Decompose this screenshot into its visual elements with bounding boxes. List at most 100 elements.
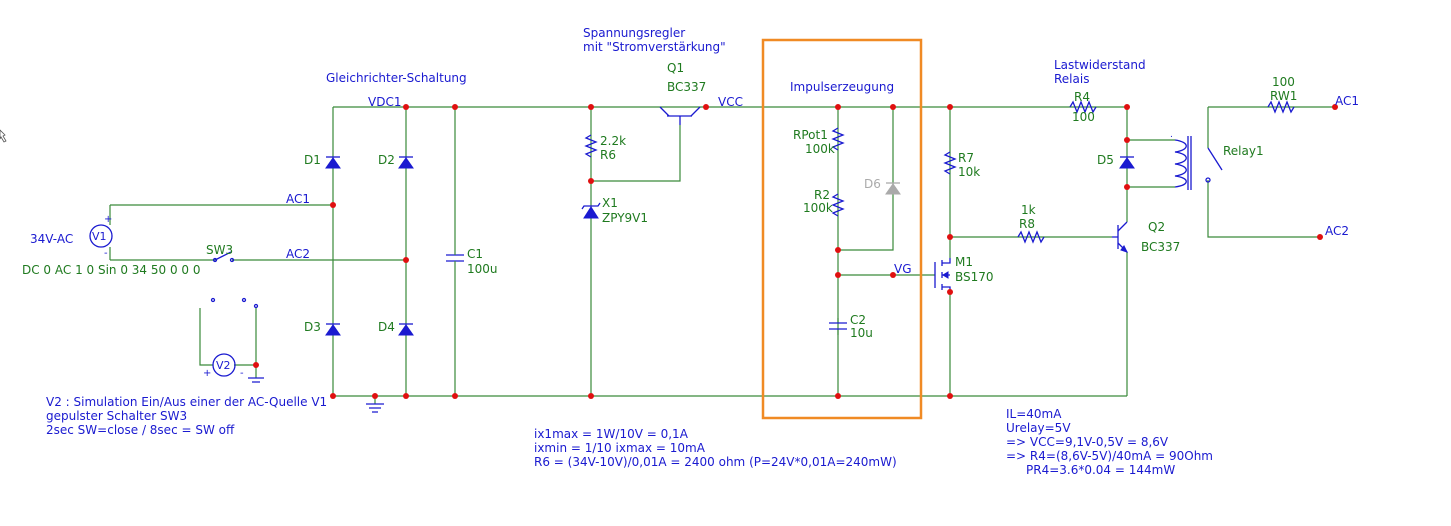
junction-dot xyxy=(330,393,336,399)
junction-dot xyxy=(403,104,409,110)
calc-note-line1: ix1max = 1W/10V = 0,1A xyxy=(534,427,689,441)
svg-text:-: - xyxy=(104,248,108,259)
resistor-rpot1-symbol xyxy=(831,127,845,151)
c1-ref: C1 xyxy=(467,247,483,261)
junction-dot xyxy=(1124,104,1130,110)
d2-ref: D2 xyxy=(378,153,395,167)
junction-dot xyxy=(1124,137,1130,143)
q2-value: BC337 xyxy=(1141,240,1180,254)
net-label-vdc1: VDC1 xyxy=(368,95,401,109)
c2-ref: C2 xyxy=(850,313,866,327)
svg-text:.: . xyxy=(1170,130,1173,140)
diode-d5-symbol xyxy=(1119,156,1135,169)
x1-value: ZPY9V1 xyxy=(602,211,648,225)
mouse-cursor-icon xyxy=(0,129,7,143)
r8-value: 1k xyxy=(1021,203,1036,217)
d3-ref: D3 xyxy=(304,320,321,334)
section-title-rectifier: Gleichrichter-Schaltung xyxy=(326,71,467,85)
resistor-r8-symbol xyxy=(1017,230,1045,244)
junction-dot xyxy=(947,393,953,399)
transistor-q1-symbol xyxy=(659,106,701,125)
junction-dot xyxy=(703,104,709,110)
net-label-ac2-left: AC2 xyxy=(286,247,310,261)
relay-note-line3: => VCC=9,1V-0,5V = 8,6V xyxy=(1006,435,1169,449)
resistor-r4-symbol xyxy=(1069,100,1097,114)
m1-ref: M1 xyxy=(955,255,973,269)
junction-dot xyxy=(372,393,378,399)
transistor-q2-symbol xyxy=(1112,221,1128,253)
v2-ref: V2 xyxy=(216,359,231,372)
diode-d1-symbol xyxy=(325,156,341,169)
diode-d2-symbol xyxy=(398,156,414,169)
v1-params: DC 0 AC 1 0 Sin 0 34 50 0 0 0 xyxy=(22,263,201,277)
r7-ref: R7 xyxy=(958,151,974,165)
section-title-pulse: Impulserzeugung xyxy=(790,80,894,94)
q1-value: BC337 xyxy=(667,80,706,94)
junction-dot xyxy=(253,362,259,368)
d4-ref: D4 xyxy=(378,320,395,334)
r8-ref: R8 xyxy=(1019,217,1035,231)
diode-d4-symbol xyxy=(398,323,414,336)
q1-ref: Q1 xyxy=(667,61,684,75)
v1-ref: V1 xyxy=(92,230,107,243)
relay1-ref: Relay1 xyxy=(1223,144,1264,158)
rw1-ref: RW1 xyxy=(1270,89,1297,103)
junction-dot xyxy=(588,393,594,399)
c2-value: 10u xyxy=(850,326,873,340)
d5-ref: D5 xyxy=(1097,153,1114,167)
resistor-rw1-symbol xyxy=(1267,100,1295,114)
pulse-section-highlight-box xyxy=(761,38,923,420)
section-title-regulator-line2: mit "Stromverstärkung" xyxy=(583,40,726,54)
diode-d3-symbol xyxy=(325,323,341,336)
section-title-load-line1: Lastwiderstand xyxy=(1054,58,1146,72)
r2-value: 100k xyxy=(803,201,833,215)
relay-note-line4: => R4=(8,6V-5V)/40mA = 90Ohm xyxy=(1006,449,1213,463)
section-title-regulator-line1: Spannungsregler xyxy=(583,26,685,40)
sw3-ref: SW3 xyxy=(206,243,233,257)
junction-dot xyxy=(890,104,896,110)
relay-note-line5: PR4=3.6*0.04 = 144mW xyxy=(1026,463,1175,477)
r4-value: 100 xyxy=(1072,110,1095,124)
diode-d6-symbol xyxy=(885,182,901,195)
resistor-r6-symbol xyxy=(584,134,598,158)
x1-ref: X1 xyxy=(602,196,618,210)
relay-note-line1: IL=40mA xyxy=(1006,407,1062,421)
relay-note-line2: Urelay=5V xyxy=(1006,421,1071,435)
v2-note-line2: gepulster Schalter SW3 xyxy=(46,409,187,423)
r4-ref: R4 xyxy=(1074,90,1090,104)
source-v2-symbol: + - xyxy=(203,297,264,383)
junction-dot xyxy=(890,272,896,278)
calc-note-line2: ixmin = 1/10 ixmax = 10mA xyxy=(534,441,706,455)
junction-dot xyxy=(1124,184,1130,190)
junction-dots xyxy=(253,104,1338,399)
junction-dot xyxy=(947,104,953,110)
resistor-r2-symbol xyxy=(831,193,845,217)
svg-text:+: + xyxy=(203,368,211,379)
mosfet-m1-symbol xyxy=(934,258,951,292)
junction-dot xyxy=(588,104,594,110)
net-label-ac2-right: AC2 xyxy=(1325,224,1349,238)
v2-note-line3: 2sec SW=close / 8sec = SW off xyxy=(46,423,235,437)
relay-relay1-symbol: . xyxy=(1170,130,1223,190)
zener-x1-symbol xyxy=(581,202,601,219)
junction-dot xyxy=(835,104,841,110)
d1-ref: D1 xyxy=(304,153,321,167)
svg-text:-: - xyxy=(240,368,244,379)
ground-symbol xyxy=(366,403,384,413)
v2-note-line1: V2 : Simulation Ein/Aus einer der AC-Que… xyxy=(46,395,327,409)
rw1-value: 100 xyxy=(1272,75,1295,89)
junction-dot xyxy=(403,393,409,399)
calc-note-line3: R6 = (34V-10V)/0,01A = 2400 ohm (P=24V*0… xyxy=(534,455,897,469)
junction-dot xyxy=(835,393,841,399)
d6-ref: D6 xyxy=(864,177,881,191)
junction-dot xyxy=(947,234,953,240)
junction-dot xyxy=(835,272,841,278)
junction-dot xyxy=(452,104,458,110)
source-v1-symbol: + - xyxy=(89,205,113,260)
junction-dot xyxy=(330,202,336,208)
junction-dot xyxy=(1332,104,1338,110)
junction-dot xyxy=(452,393,458,399)
v1-label: 34V-AC xyxy=(30,232,73,246)
net-label-vg: VG xyxy=(894,262,912,276)
switch-sw3-symbol xyxy=(212,251,235,263)
